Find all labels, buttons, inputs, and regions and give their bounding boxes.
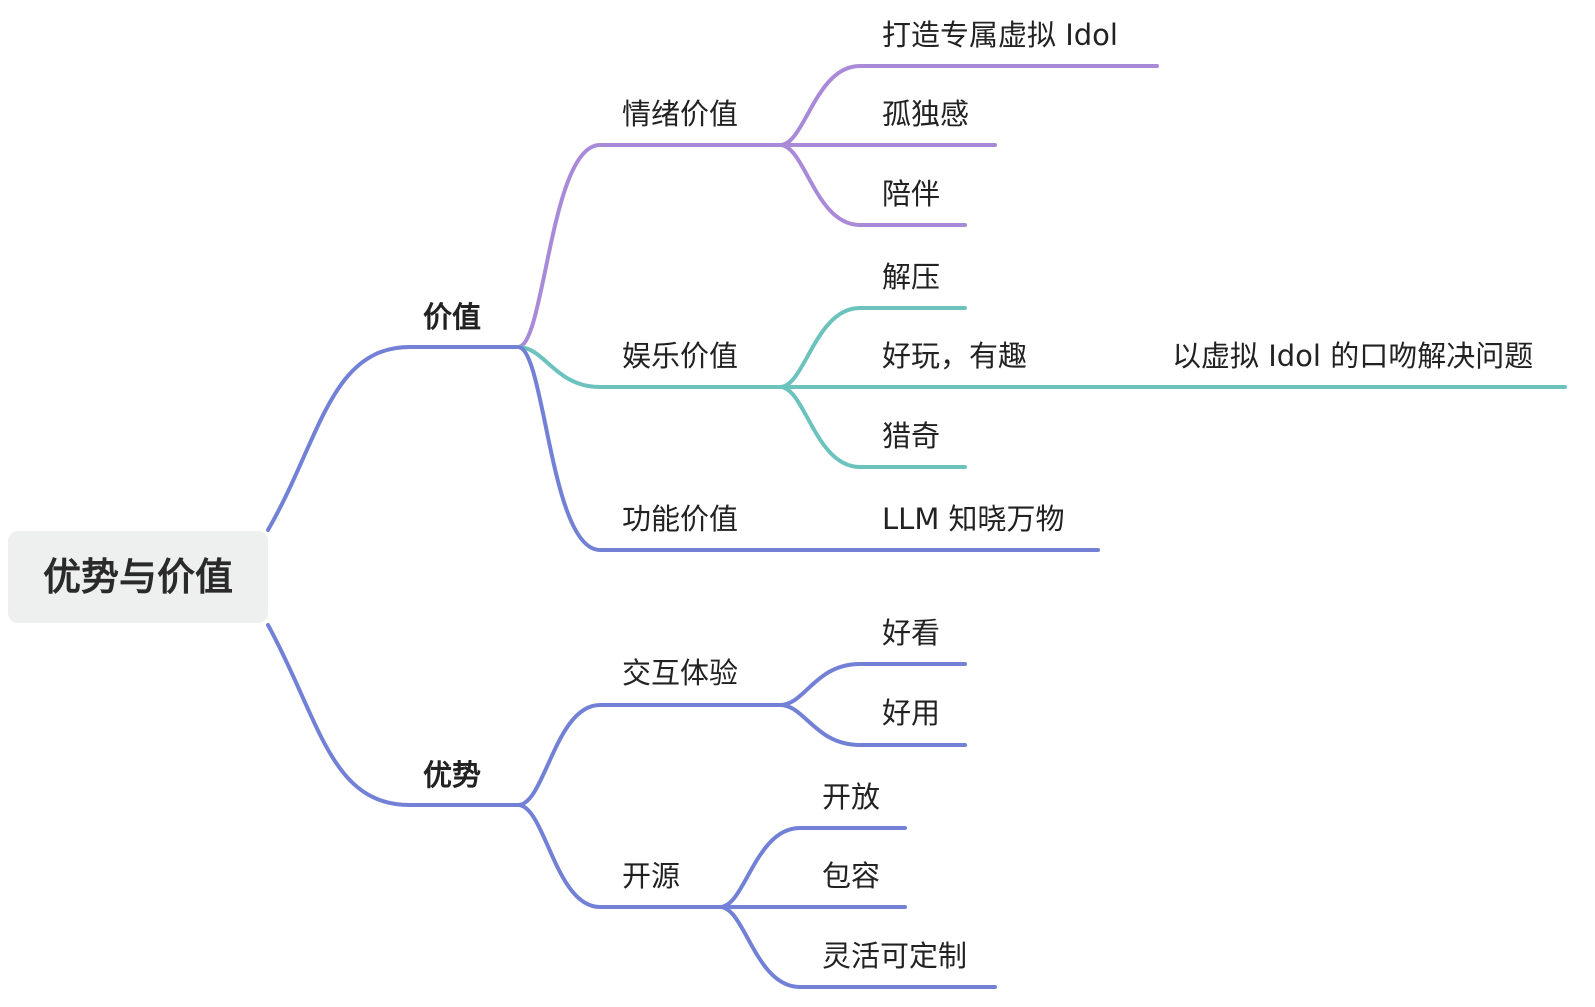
connector-qingxu-peiban [778, 143, 967, 227]
node-lieqi[interactable]: 猎奇 [882, 419, 941, 453]
connector-jiaohu-haokan [778, 662, 967, 707]
connector-jiazhi-qingxu [516, 143, 782, 349]
connector-youshi-jiaohu [516, 703, 782, 807]
connector-kaiyuan-kaifang [718, 826, 907, 909]
node-youshi[interactable]: 优势 [423, 758, 482, 792]
connector-root-youshi [266, 623, 520, 807]
node-haokan[interactable]: 好看 [882, 616, 941, 650]
connector-kaiyuan-linghuo [718, 905, 997, 989]
node-kaiyuan[interactable]: 开源 [622, 859, 681, 893]
node-jieya[interactable]: 解压 [882, 260, 941, 294]
connector-jiazhi-yule [516, 345, 782, 389]
connector-youshi-kaiyuan [516, 803, 722, 909]
node-kaifang[interactable]: 开放 [822, 780, 881, 814]
node-haoyong[interactable]: 好用 [882, 696, 941, 730]
node-llm-zhixiao-wanwu[interactable]: LLM 知晓万物 [882, 502, 1065, 536]
node-idol-jiejue-wenti[interactable]: 以虚拟 Idol 的口吻解决问题 [1172, 339, 1534, 373]
node-haowan-youqu[interactable]: 好玩，有趣 [882, 339, 1028, 373]
node-peiban[interactable]: 陪伴 [882, 177, 941, 211]
node-jiazhi[interactable]: 价值 [423, 300, 482, 334]
connector-jiazhi-gongneng [516, 345, 782, 552]
root-node-label: 优势与价值 [42, 555, 233, 599]
connector-yule-jieya [778, 306, 967, 389]
connector-yule-lieqi [778, 385, 967, 469]
node-baorong[interactable]: 包容 [822, 859, 881, 893]
root-node[interactable] [8, 531, 268, 623]
node-gongneng-jiazhi[interactable]: 功能价值 [622, 502, 739, 536]
connector-root-jiazhi [266, 345, 520, 532]
node-gudugan[interactable]: 孤独感 [882, 97, 970, 131]
connector-qingxu-idol [778, 64, 1159, 147]
node-dazao-idol[interactable]: 打造专属虚拟 Idol [882, 18, 1118, 52]
connector-jiaohu-haoyong [778, 703, 967, 747]
node-qingxu-jiazhi[interactable]: 情绪价值 [622, 97, 739, 131]
node-yule-jiazhi[interactable]: 娱乐价值 [622, 339, 739, 373]
node-jiaohu-tiyan[interactable]: 交互体验 [622, 656, 739, 690]
node-linghuo-kedingzhi[interactable]: 灵活可定制 [822, 939, 968, 973]
